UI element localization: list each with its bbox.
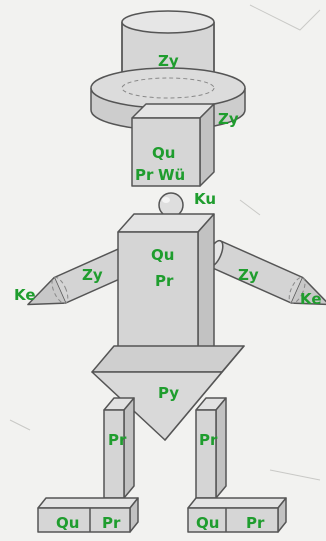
- label-head-pr: Pr: [135, 166, 154, 184]
- right-foot: [187, 497, 287, 533]
- label-head-qu: Qu: [152, 144, 175, 162]
- label-foot-right-pr: Pr: [246, 514, 265, 532]
- label-leg-right: Pr: [199, 431, 218, 449]
- label-foot-left-qu: Qu: [56, 514, 79, 532]
- label-neck: Ku: [194, 190, 216, 208]
- label-foot-left-pr: Pr: [102, 514, 121, 532]
- label-head-wu: Wü: [158, 166, 185, 184]
- label-leg-left: Pr: [108, 431, 127, 449]
- label-belly: Py: [158, 384, 179, 402]
- background-texture: [9, 4, 321, 481]
- label-hat-top: Zy: [158, 52, 179, 70]
- label-body-qu: Qu: [151, 246, 174, 264]
- label-arm-left: Zy: [82, 266, 103, 284]
- left-leg-prism: [103, 397, 135, 499]
- right-leg-prism: [195, 397, 227, 499]
- label-foot-right-qu: Qu: [196, 514, 219, 532]
- belly-pyramid: [91, 345, 245, 441]
- label-hat-brim: Zy: [218, 110, 239, 128]
- label-body-pr: Pr: [155, 272, 174, 290]
- label-hand-left: Ke: [14, 286, 36, 304]
- label-hand-right: Ke: [300, 290, 322, 308]
- body-cuboid: [117, 213, 215, 367]
- head-cube: [131, 103, 215, 187]
- label-arm-right: Zy: [238, 266, 259, 284]
- left-foot: [37, 497, 139, 533]
